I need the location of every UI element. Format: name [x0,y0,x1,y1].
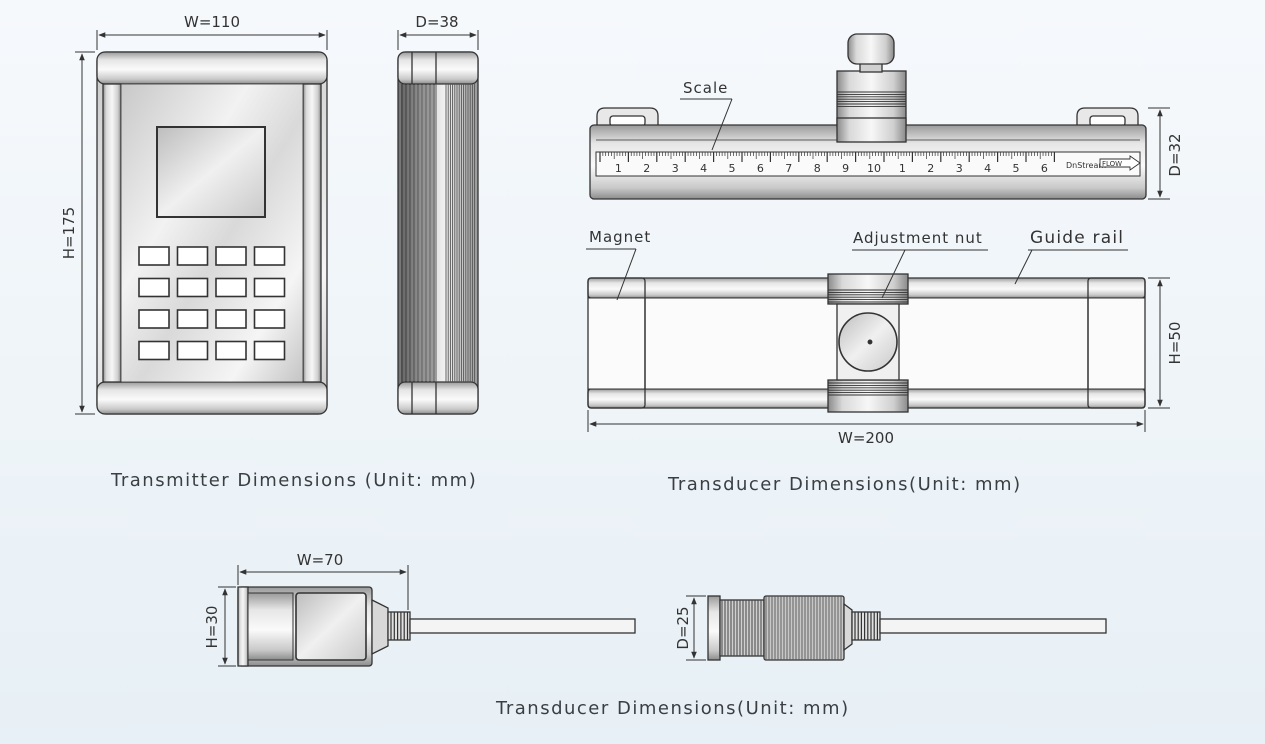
scale-number: 3 [956,162,963,175]
scale-number: 5 [729,162,736,175]
scale-label: Scale [683,79,728,97]
guide-rail-leader [1014,249,1128,285]
keypad-key [176,277,209,298]
keypad-key [215,277,247,298]
probe-side-view [707,595,1107,661]
probe-diameter-label: D=25 [674,606,692,649]
rail-depth-label: D=32 [1166,133,1184,176]
probe-height-label: H=30 [203,606,221,649]
flow-arrow [1099,155,1141,171]
flow-arrow-label: FLOW [1102,160,1122,168]
scale-number: 2 [927,162,934,175]
keypad-key [138,340,170,361]
rail-caption: Transducer Dimensions(Unit: mm) [668,474,1022,495]
scale-number: 4 [984,162,991,175]
keypad-key [176,340,209,361]
rail-height-dimension [1148,277,1170,409]
keypad-key [253,246,286,266]
rail-width-dimension [587,410,1146,432]
scale-leader [680,98,733,151]
scale-number: 4 [700,162,707,175]
rail-side-view [589,33,1147,200]
keypad-key [253,340,286,361]
rail-width-label: W=200 [838,429,894,447]
probe-width-dimension [237,565,409,610]
adjustment-nut-label: Adjustment nut [853,229,983,247]
scale-number: 3 [672,162,679,175]
transmitter-width-label: W=110 [184,13,240,31]
scale-number: 5 [1013,162,1020,175]
rail-height-label: H=50 [1166,322,1184,365]
keypad-key [215,246,247,266]
transmitter-caption: Transmitter Dimensions (Unit: mm) [111,470,478,491]
clamp-thread-ribs [837,91,906,107]
keypad-key [138,277,170,298]
probe-front-view [237,586,636,667]
transmitter-width-dimension [96,30,328,50]
scale-number: 2 [643,162,650,175]
rail-brand-text: DnStream [1066,161,1106,170]
rail-top-view [587,273,1146,413]
adjustment-nut-leader [852,249,988,299]
magnet-label: Magnet [589,228,651,246]
transmitter-side-ribs [401,84,476,382]
transmitter-keypad [138,246,286,361]
scale-number: 6 [757,162,764,175]
scale-number: 8 [814,162,821,175]
adjustment-nut-ribs [828,289,908,396]
scale-number: 9 [842,162,849,175]
transmitter-height-label: H=175 [60,207,78,259]
scale-ruler: 1 2 3 4 5 6 7 8 9 10 1 2 3 4 5 6 [599,152,1056,175]
keypad-key [215,340,247,361]
keypad-key [253,309,286,329]
probe-caption: Transducer Dimensions(Unit: mm) [496,698,850,719]
scale-number: 6 [1041,162,1048,175]
keypad-key [138,246,170,266]
probe-thread-ribs [721,596,879,660]
probe-diameter-dimension [686,595,706,661]
keypad-key [253,277,286,298]
scale-number: 1 [899,162,906,175]
keypad-key [138,309,170,329]
transmitter-front-view [96,51,328,415]
transmitter-depth-dimension [397,30,479,50]
scale-number: 1 [615,162,622,175]
transmitter-height-dimension [75,51,95,415]
transmitter-depth-label: D=38 [415,13,458,31]
guide-rail-label: Guide rail [1030,228,1124,248]
rail-depth-dimension [1148,107,1170,200]
keypad-key [215,309,247,329]
scale-number: 7 [785,162,792,175]
probe-width-label: W=70 [297,551,344,569]
magnet-leader [586,248,637,301]
probe-strain-relief-ribs [390,612,409,640]
keypad-key [176,246,209,266]
scale-number: 10 [867,162,881,175]
probe-height-dimension [218,586,236,667]
keypad-key [176,309,209,329]
